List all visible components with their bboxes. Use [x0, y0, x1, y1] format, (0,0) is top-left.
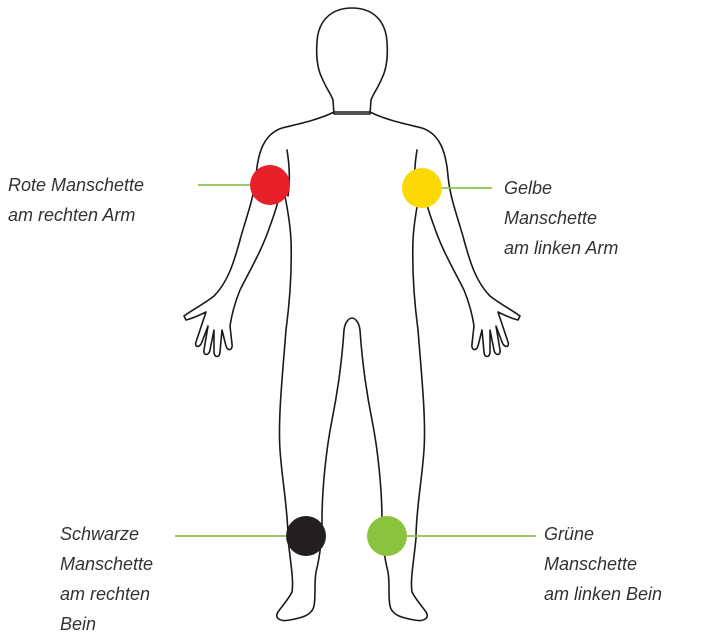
- label-line: Schwarze: [60, 519, 153, 549]
- label-line: am linken Bein: [544, 579, 662, 609]
- red-cuff-dot: [250, 165, 290, 205]
- label-line: Rote Manschette: [8, 170, 144, 200]
- label-line: am rechten: [60, 579, 153, 609]
- yellow-cuff-label: Gelbe Manschette am linken Arm: [504, 173, 618, 263]
- green-cuff-label: Grüne Manschette am linken Bein: [544, 519, 662, 609]
- label-line: Grüne: [544, 519, 662, 549]
- red-cuff-label: Rote Manschette am rechten Arm: [8, 170, 144, 230]
- label-line: Manschette: [544, 549, 662, 579]
- black-cuff-label: Schwarze Manschette am rechten Bein: [60, 519, 153, 639]
- head-outline: [317, 8, 388, 114]
- label-line: Manschette: [504, 203, 618, 233]
- black-cuff-dot: [286, 516, 326, 556]
- label-line: am rechten Arm: [8, 200, 144, 230]
- label-line: Manschette: [60, 549, 153, 579]
- yellow-cuff-dot: [402, 168, 442, 208]
- label-line: am linken Arm: [504, 233, 618, 263]
- green-cuff-dot: [367, 516, 407, 556]
- label-line: Gelbe: [504, 173, 618, 203]
